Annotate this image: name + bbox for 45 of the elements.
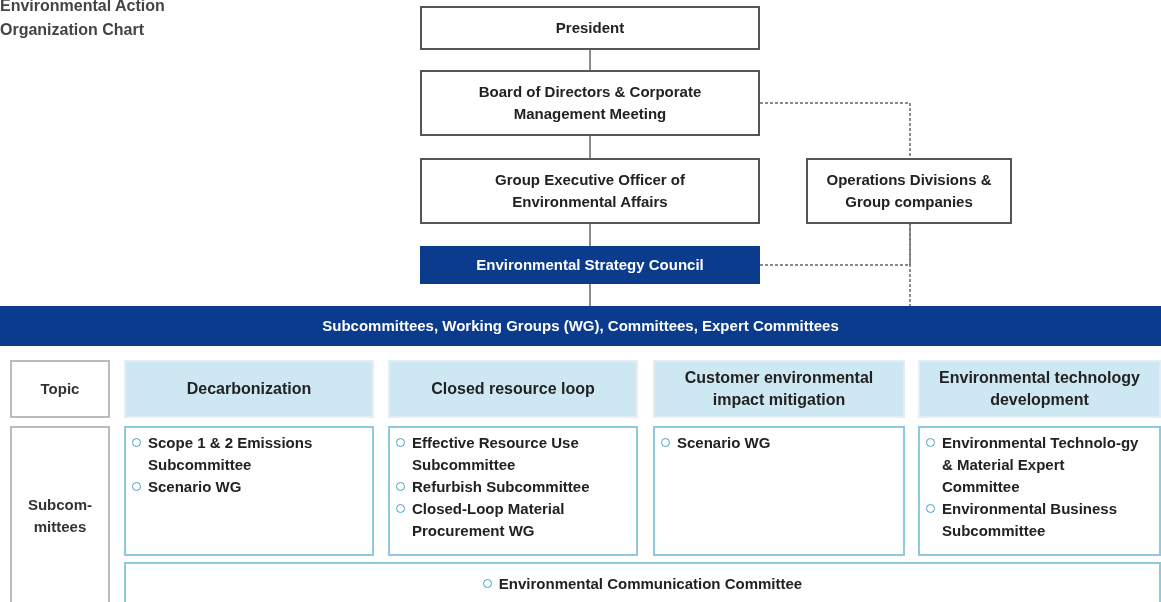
connector-line <box>589 49 591 71</box>
dashed-connector <box>909 223 911 307</box>
row-header <box>10 426 110 602</box>
label-text: Decarbonization <box>186 379 312 399</box>
dashed-connector <box>759 102 911 159</box>
label-text: Subcommittees, Working Groups (WG), Committees, Expert Committees <box>322 316 839 336</box>
label-text: Environmental Strategy Council <box>476 255 704 275</box>
list-item: Effective Resource Use Subcommittee <box>396 432 622 476</box>
committee-box <box>124 562 1161 602</box>
list-box <box>388 426 638 556</box>
list-box <box>653 426 905 556</box>
label-text: Board of Directors & Corporate Management Meeting <box>477 82 703 124</box>
connector-line <box>589 135 591 159</box>
banner-box <box>420 246 760 284</box>
topic-header <box>124 360 374 418</box>
label-text: Closed resource loop <box>431 379 595 399</box>
list-item: Scenario WG <box>661 432 771 454</box>
label-text: Group Executive Officer of Environmental Affairs <box>493 170 686 212</box>
list-item: Refurbish Subcommittee <box>396 476 590 498</box>
org-box <box>420 6 760 50</box>
list-box <box>918 426 1161 556</box>
label-text: Customer environmental impact mitigation <box>683 368 875 410</box>
topic-header <box>388 360 638 418</box>
label-text: President <box>555 18 625 38</box>
list-item: Environmental Communication Committee <box>482 573 803 595</box>
org-box <box>420 70 760 136</box>
org-box <box>806 158 1012 224</box>
chart-title: Environmental Action Organization Chart <box>0 0 166 40</box>
label-text: Operations Divisions & Group companies <box>825 170 993 212</box>
label-text: Environmental technology development <box>938 368 1141 410</box>
connector-line <box>589 223 591 247</box>
topic-header <box>653 360 905 418</box>
list-box <box>124 426 374 556</box>
org-box <box>420 158 760 224</box>
label-text: Subcom-mittees <box>26 495 94 537</box>
connector-line <box>589 283 591 307</box>
row-header <box>10 360 110 418</box>
list-item: Environmental Technolo-gy & Material Expert Committee <box>926 432 1145 498</box>
list-item: Scenario WG <box>132 476 242 498</box>
list-item: Environmental Business Subcommittee <box>926 498 1145 542</box>
list-item: Scope 1 & 2 Emissions Subcommittee <box>132 432 358 476</box>
banner-box <box>0 306 1161 346</box>
label-text: Topic <box>40 379 80 399</box>
topic-header <box>918 360 1161 418</box>
list-item: Closed-Loop Material Procurement WG <box>396 498 622 542</box>
